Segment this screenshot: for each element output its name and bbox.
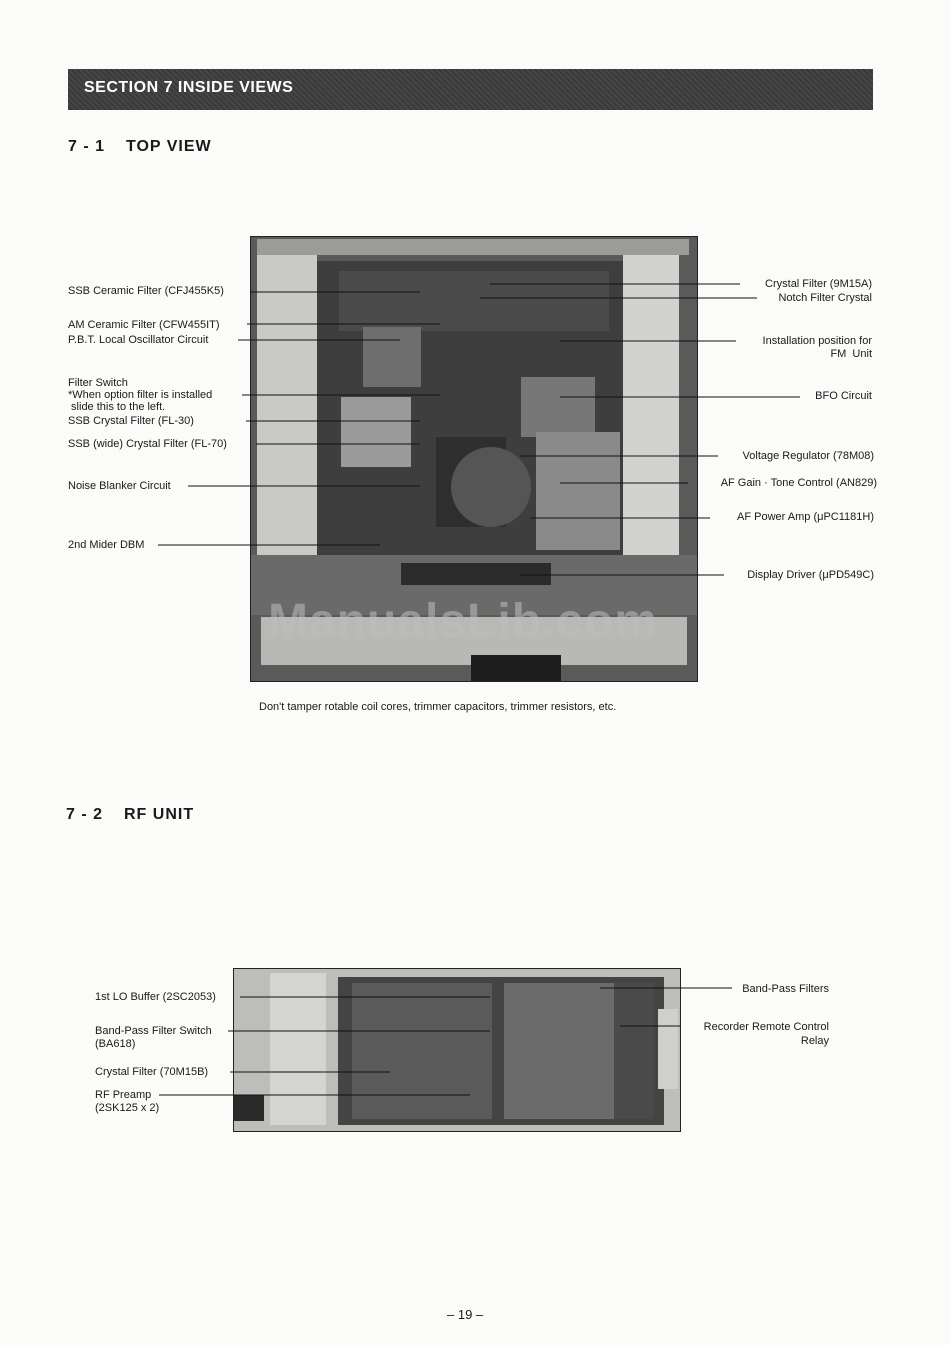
- label-filter-switch: Filter Switch: [68, 377, 128, 389]
- subsection-title: RF UNIT: [124, 806, 195, 823]
- rf-unit-photo: [233, 968, 681, 1132]
- label-filter-switch-note-2: slide this to the left.: [68, 401, 166, 413]
- subsection-7-2-heading: 7 - 2 RF UNIT: [66, 806, 194, 824]
- top-view-photo: [250, 236, 698, 682]
- label-noise-blanker: Noise Blanker Circuit: [68, 480, 171, 492]
- watermark: ManualsLib.com: [268, 595, 659, 648]
- section-banner: SECTION 7 INSIDE VIEWS: [68, 69, 873, 110]
- label-rf-preamp: RF Preamp: [95, 1089, 152, 1101]
- label-display-driver: Display Driver (μPD549C): [747, 569, 874, 581]
- subsection-7-1-heading: 7 - 1 TOP VIEW: [68, 138, 212, 156]
- label-pbt-local-oscillator: P.B.T. Local Oscillator Circuit: [68, 334, 209, 346]
- label-band-pass-filters: Band-Pass Filters: [742, 983, 829, 995]
- subsection-title: TOP VIEW: [126, 138, 212, 155]
- label-2nd-mixer-dbm: 2nd Mider DBM: [68, 539, 145, 551]
- page-number: – 19 –: [447, 1307, 484, 1322]
- label-af-gain-tone: AF Gain · Tone Control (AN829): [720, 477, 877, 489]
- caption-warning: Don't tamper rotable coil cores, trimmer…: [259, 701, 617, 713]
- label-notch-filter-crystal: Notch Filter Crystal: [778, 292, 872, 304]
- label-crystal-filter-9m15a: Crystal Filter (9M15A): [765, 278, 872, 290]
- label-ssb-wide-crystal-filter: SSB (wide) Crystal Filter (FL-70): [68, 438, 227, 450]
- label-1st-lo-buffer: 1st LO Buffer (2SC2053): [95, 991, 216, 1003]
- section-title: SECTION 7 INSIDE VIEWS: [84, 79, 294, 96]
- label-bfo-circuit: BFO Circuit: [815, 390, 872, 402]
- label-filter-switch-note: *When option filter is installed: [68, 389, 213, 401]
- label-ssb-ceramic-filter: SSB Ceramic Filter (CFJ455K5): [68, 285, 224, 297]
- label-voltage-regulator: Voltage Regulator (78M08): [742, 450, 874, 462]
- label-fm-unit: FM Unit: [830, 348, 872, 360]
- label-crystal-filter-70m15b: Crystal Filter (70M15B): [95, 1066, 209, 1078]
- label-bpf-switch: Band-Pass Filter Switch: [95, 1025, 212, 1037]
- label-recorder-remote-control: Recorder Remote Control: [703, 1021, 829, 1033]
- label-am-ceramic-filter: AM Ceramic Filter (CFW455IT): [68, 319, 220, 331]
- label-bpf-switch-part: (BA618): [95, 1038, 136, 1050]
- label-rf-preamp-part: (2SK125 x 2): [95, 1102, 160, 1114]
- label-installation-position: Installation position for: [762, 335, 872, 347]
- label-ssb-crystal-filter: SSB Crystal Filter (FL-30): [68, 415, 194, 427]
- label-relay: Relay: [800, 1035, 829, 1047]
- subsection-number: 7 - 1: [68, 138, 106, 155]
- label-af-power-amp: AF Power Amp (μPC1181H): [737, 511, 874, 523]
- subsection-number: 7 - 2: [66, 806, 104, 823]
